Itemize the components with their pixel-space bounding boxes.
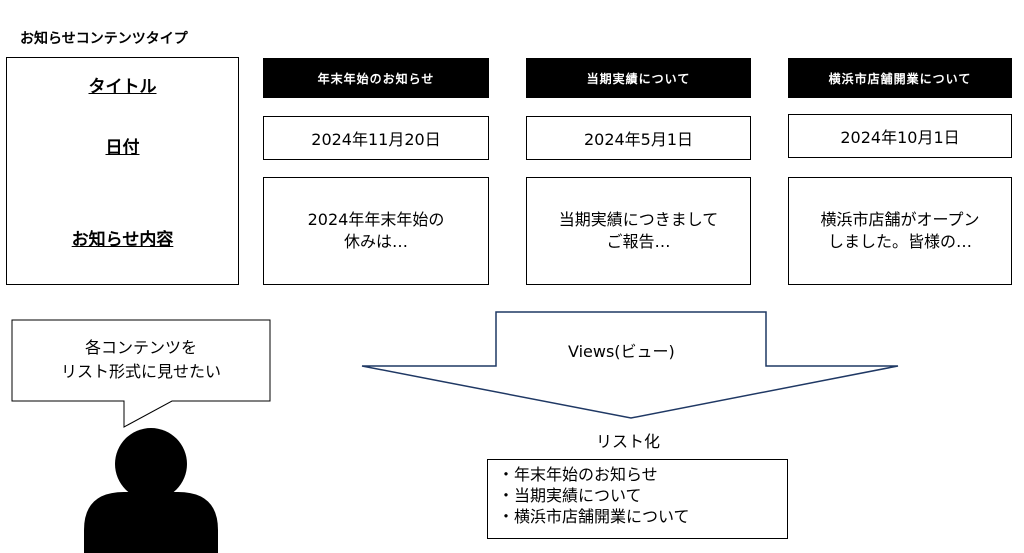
field-label-title: タイトル (88, 77, 157, 97)
item-title-3: 横浜市店舗開業について (788, 58, 1012, 98)
item-title-2: 当期実績について (526, 58, 751, 98)
field-label-content: お知らせ内容 (71, 230, 174, 250)
field-definition-box (6, 57, 239, 285)
views-arrow-label: Views(ビュー) (568, 342, 675, 361)
item-date-1: 2024年11月20日 (263, 116, 489, 160)
list-item: ・横浜市店舗開業について (498, 507, 690, 526)
item-date-3: 2024年10月1日 (788, 114, 1012, 158)
speech-bubble-shape (11, 319, 271, 428)
list-box: ・年末年始のお知らせ ・当期実績について ・横浜市店舗開業について (487, 459, 788, 539)
field-label-date: 日付 (105, 138, 140, 158)
views-arrow (361, 311, 899, 419)
speech-bubble-text: 各コンテンツを リスト形式に見せたい (60, 338, 221, 381)
person-icon (84, 428, 218, 553)
item-title-1: 年末年始のお知らせ (263, 58, 489, 98)
person-icon-head (115, 428, 187, 500)
list-label: リスト化 (596, 432, 661, 451)
list-item: ・年末年始のお知らせ (498, 465, 658, 484)
item-body-3: 横浜市店舗がオープン しました。皆様の… (788, 177, 1012, 285)
list-item: ・当期実績について (498, 486, 642, 505)
item-body-2: 当期実績につきまして ご報告… (526, 177, 751, 285)
item-body-1: 2024年年末年始の 休みは… (263, 177, 489, 285)
content-type-heading: お知らせコンテンツタイプ (20, 31, 188, 47)
person-icon-body (84, 492, 218, 553)
item-date-2: 2024年5月1日 (526, 116, 751, 160)
